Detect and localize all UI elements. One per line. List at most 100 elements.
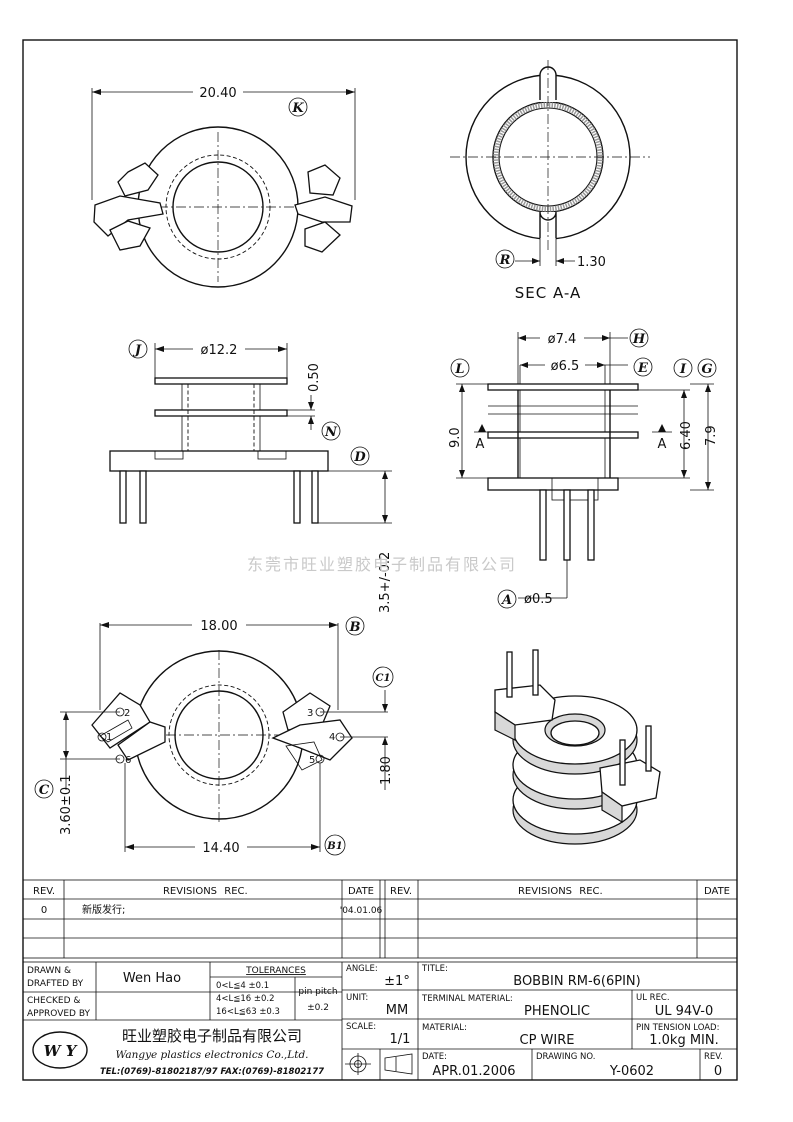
side-winding-dim: 6.40 bbox=[679, 421, 694, 450]
terminal-value: PHENOLIC bbox=[524, 1004, 590, 1019]
tension-value: 1.0kg MIN. bbox=[649, 1033, 719, 1048]
material-value: CP WIRE bbox=[520, 1033, 575, 1048]
scale-label: SCALE: bbox=[346, 1022, 376, 1032]
drawing-no-label: DRAWING NO. bbox=[536, 1052, 595, 1062]
tag-a: A bbox=[500, 593, 512, 608]
side-section-mark-right: A bbox=[658, 437, 667, 452]
rec-header-right: REC. bbox=[579, 886, 602, 897]
tag-k: K bbox=[291, 101, 304, 116]
rev-header-right: REV. bbox=[390, 886, 412, 897]
company-contact: TEL:(0769)-81802187/97 FAX:(0769)-818021… bbox=[100, 1067, 324, 1077]
tag-c1: C1 bbox=[376, 673, 391, 684]
revisions-header-left: REVISIONS bbox=[163, 886, 217, 897]
section-view: 1.30 R SEC A-A bbox=[450, 60, 650, 302]
section-slot-dim: 1.30 bbox=[577, 255, 606, 270]
scale-value: 1/1 bbox=[390, 1032, 411, 1047]
bottom-width-dim: 18.00 bbox=[200, 619, 237, 634]
bottom-view: 18.00 B 1 2 3 4 5 6 1.8 bbox=[34, 616, 394, 856]
drawn-label-2: DRAFTED BY bbox=[27, 979, 84, 989]
tol-row-3: 16<L≦63 ±0.3 bbox=[216, 1007, 280, 1017]
unit-label: UNIT: bbox=[346, 993, 368, 1003]
rev-row-0-rev: 0 bbox=[41, 905, 47, 916]
tag-d: D bbox=[353, 450, 366, 465]
tag-j: J bbox=[132, 343, 142, 358]
front-thickness-dim: 0.50 bbox=[307, 363, 322, 392]
pin-label-6: 6 bbox=[125, 755, 131, 766]
rev-row-0-date: '04.01.06 bbox=[340, 906, 383, 916]
side-total-dim: 9.0 bbox=[448, 427, 463, 448]
ul-value: UL 94V-0 bbox=[655, 1004, 714, 1019]
front-flange-dim: ø12.2 bbox=[201, 343, 238, 358]
checked-label-2: APPROVED BY bbox=[27, 1009, 91, 1019]
pin-pitch-label: pin pitch bbox=[298, 987, 337, 997]
angle-label: ANGLE: bbox=[346, 964, 378, 974]
title-value: BOBBIN RM-6(6PIN) bbox=[513, 974, 640, 989]
title-label: TITLE: bbox=[421, 964, 448, 974]
rev-label: REV. bbox=[704, 1052, 723, 1062]
tol-row-1: 0<L≦4 ±0.1 bbox=[216, 981, 269, 991]
tag-k-bubble bbox=[288, 97, 308, 117]
tag-i: I bbox=[679, 362, 687, 377]
date-value: APR.01.2006 bbox=[432, 1064, 515, 1079]
company-name-en: Wangye plastics electronics Co.,Ltd. bbox=[115, 1049, 308, 1061]
company-watermark: 东莞市旺业塑胶电子制品有限公司 bbox=[247, 555, 517, 574]
tolerances-label: TOLERANCES bbox=[245, 966, 306, 976]
side-height-dim: 7.9 bbox=[704, 425, 719, 446]
rec-header-left: REC. bbox=[224, 886, 247, 897]
drawn-value: Wen Hao bbox=[123, 971, 181, 986]
isometric-view bbox=[494, 649, 661, 845]
tag-e: E bbox=[637, 361, 649, 376]
top-view: 20.40 K bbox=[91, 83, 356, 288]
tag-l: L bbox=[454, 362, 464, 377]
bottom-pinspan-dim: 14.40 bbox=[202, 841, 239, 856]
tag-h: H bbox=[632, 332, 646, 347]
drawing-no-value: Y-0602 bbox=[609, 1064, 654, 1079]
tag-g: G bbox=[701, 362, 712, 377]
bottom-c-dim: 3.60±0.1 bbox=[59, 774, 74, 835]
pin-label-2: 2 bbox=[124, 708, 130, 719]
tag-r: R bbox=[499, 253, 511, 268]
drawn-label-1: DRAWN & bbox=[27, 966, 71, 976]
logo-text: W Y bbox=[44, 1042, 78, 1060]
section-caption: SEC A-A bbox=[515, 284, 582, 302]
tag-c: C bbox=[39, 783, 50, 798]
rev-row-0-text: 新版发行; bbox=[82, 903, 125, 916]
tag-n: N bbox=[324, 425, 338, 440]
date-header-right: DATE bbox=[704, 886, 730, 897]
revision-table: REV. REVISIONS REC. DATE REV. REVISIONS … bbox=[22, 879, 738, 959]
tag-b: B bbox=[349, 620, 361, 635]
rev-value: 0 bbox=[714, 1064, 722, 1079]
side-outer-dim: ø7.4 bbox=[548, 332, 577, 347]
pin-pitch-value: ±0.2 bbox=[307, 1003, 329, 1013]
projection-symbol-icon bbox=[345, 1053, 413, 1075]
front-view: ø12.2 J 0.50 N 3.5+/-0.2 bbox=[109, 339, 393, 613]
date-label: DATE: bbox=[422, 1052, 447, 1062]
side-pin-dim: ø0.5 bbox=[524, 592, 553, 607]
company-name-cn: 旺业塑胶电子制品有限公司 bbox=[122, 1027, 302, 1045]
side-view: ø7.4 H ø6.5 E L I G A bbox=[448, 328, 719, 609]
top-width-dim: 20.40 bbox=[199, 86, 236, 101]
terminal-label: TERMINAL MATERIAL: bbox=[421, 994, 513, 1004]
pin-label-4: 4 bbox=[329, 732, 335, 743]
angle-value: ±1° bbox=[384, 974, 410, 989]
date-header-left: DATE bbox=[348, 886, 374, 897]
tag-b1: B1 bbox=[326, 841, 342, 852]
rev-header-left: REV. bbox=[33, 886, 55, 897]
bottom-c1-dim: 1.80 bbox=[379, 756, 394, 785]
front-pin-dim: 3.5+/-0.2 bbox=[378, 552, 393, 613]
material-label: MATERIAL: bbox=[422, 1023, 467, 1033]
revisions-header-right: REVISIONS bbox=[518, 886, 572, 897]
side-inner-dim: ø6.5 bbox=[551, 359, 580, 374]
pin-label-1: 1 bbox=[106, 732, 112, 743]
tension-label: PIN TENSION LOAD: bbox=[636, 1023, 719, 1033]
side-section-mark-left: A bbox=[476, 437, 485, 452]
pin-label-3: 3 bbox=[307, 708, 313, 719]
checked-label-1: CHECKED & bbox=[27, 996, 80, 1006]
ul-label: UL REC. bbox=[636, 993, 670, 1003]
tol-row-2: 4<L≦16 ±0.2 bbox=[216, 994, 275, 1004]
pin-label-5: 5 bbox=[309, 755, 315, 766]
title-block: DRAWN & DRAFTED BY Wen Hao CHECKED & APP… bbox=[22, 961, 738, 1081]
unit-value: MM bbox=[386, 1003, 408, 1018]
company-logo: W Y bbox=[32, 1031, 88, 1069]
